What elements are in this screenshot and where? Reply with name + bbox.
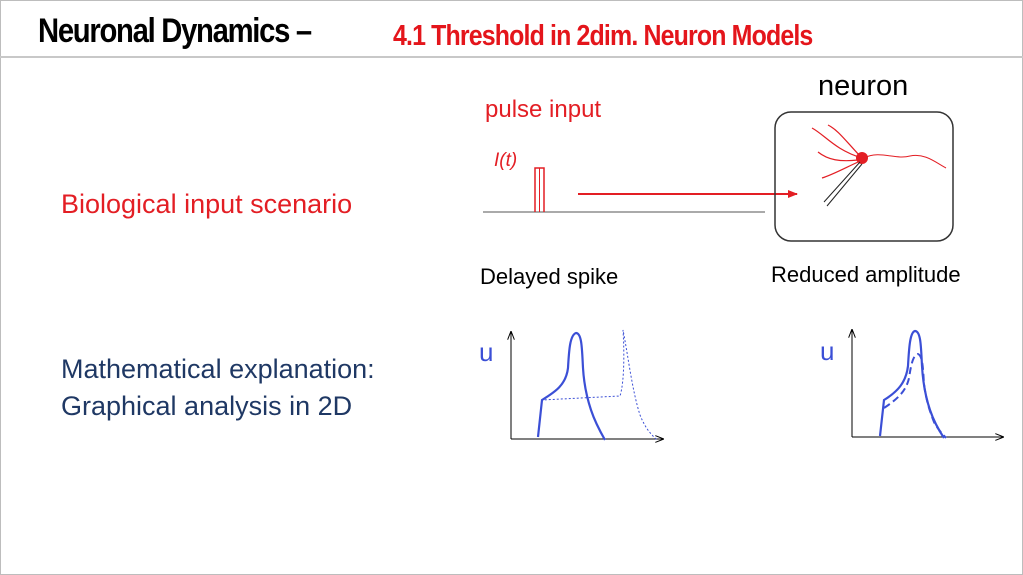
reduced-amplitude-label: Reduced amplitude [771, 262, 961, 287]
biological-scenario-text: Biological input scenario [61, 189, 353, 219]
math-line-2: Graphical analysis in 2D [61, 391, 353, 421]
neuron-label: neuron [818, 70, 909, 102]
title-divider [0, 56, 1023, 58]
right-plot-dashed-trace [883, 352, 947, 439]
math-explanation-text: Mathematical explanation: Graphical anal… [61, 351, 375, 425]
left-plot-solid-trace [536, 331, 606, 441]
axon [863, 154, 947, 169]
u-axis-label-right: u [820, 336, 835, 366]
pulse-input-label: pulse input [485, 96, 602, 123]
dendrite-1 [811, 127, 863, 159]
delayed-spike-plot [511, 329, 663, 441]
u-axis-label-left: u [479, 337, 494, 367]
neuron-box [774, 111, 954, 242]
slide-title: Neuronal Dynamics – 4.1 Threshold in 2di… [38, 12, 813, 52]
dendrite-3 [817, 151, 859, 162]
current-label: I(t) [494, 150, 518, 171]
electrode-line-2 [826, 163, 863, 207]
math-line-1: Mathematical explanation: [61, 354, 375, 384]
title-main: Neuronal Dynamics – [38, 12, 312, 50]
soma [856, 152, 868, 164]
delayed-spike-label: Delayed spike [480, 264, 619, 289]
pulse-input-diagram [483, 167, 798, 213]
title-subtitle: 4.1 Threshold in 2dim. Neuron Models [393, 20, 813, 52]
dendrite-2 [827, 124, 861, 157]
neuron-diagram [774, 111, 954, 242]
electrode-line-1 [823, 161, 861, 203]
reduced-amplitude-plot [852, 330, 1003, 438]
dendrite-4 [821, 161, 859, 179]
